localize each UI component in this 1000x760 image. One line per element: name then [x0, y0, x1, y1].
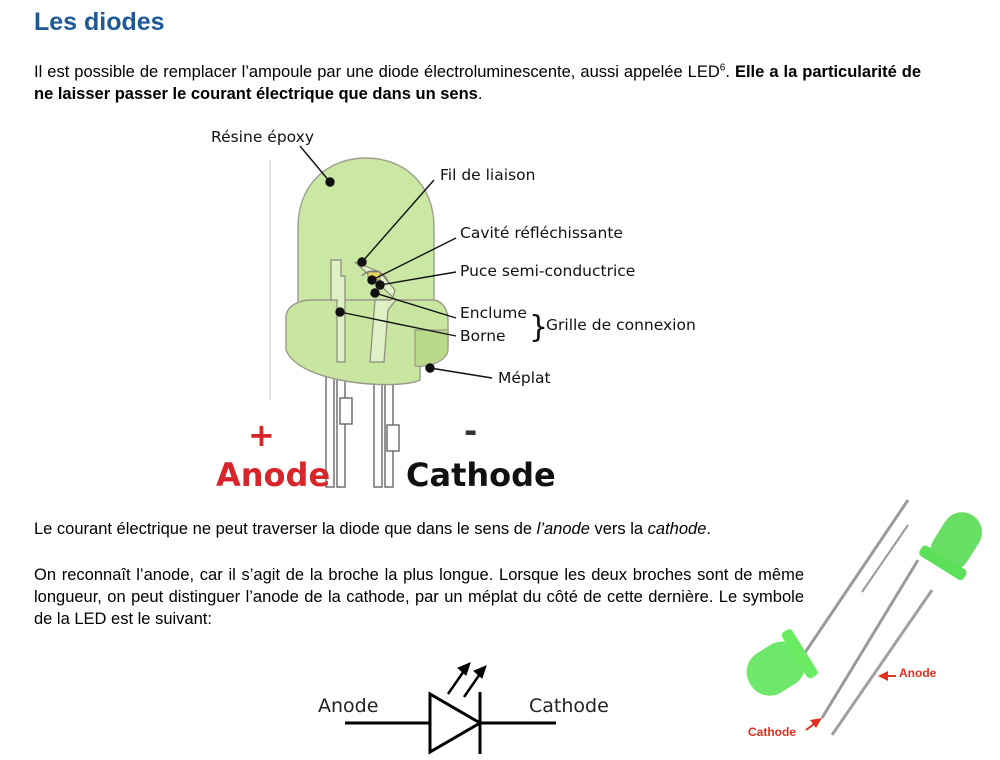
symbol-anode-label: Anode	[318, 695, 378, 717]
intro-sep: .	[725, 63, 735, 81]
anode-recognition-paragraph: On reconnaît l’anode, car il s’agit de l…	[34, 566, 804, 628]
label-puce: Puce semi-conductrice	[460, 262, 635, 280]
label-fil: Fil de liaison	[440, 166, 535, 184]
callout-lines	[299, 145, 493, 379]
led-photo	[746, 499, 982, 736]
para2-text: Le courant électrique ne peut traverser …	[34, 520, 537, 538]
label-cavite: Cavité réfléchissante	[460, 224, 623, 242]
intro-end: .	[477, 85, 483, 103]
photo-anode-label: Anode	[899, 666, 937, 680]
label-grille: Grille de connexion	[546, 316, 696, 334]
intro-paragraph: Il est possible de remplacer l’ampoule p…	[34, 61, 921, 105]
para2-cathode: cathode	[647, 520, 707, 538]
led-body	[285, 157, 449, 386]
para2-end: .	[706, 520, 711, 538]
minus-sign: -	[464, 412, 477, 450]
label-enclume: Enclume	[460, 304, 527, 322]
label-meplat: Méplat	[498, 369, 551, 387]
label-resine: Résine époxy	[211, 128, 314, 146]
brace-icon: }	[529, 310, 548, 345]
anode-label: Anode	[216, 456, 330, 494]
plus-sign: +	[248, 416, 275, 454]
para2-anode: l’anode	[536, 520, 590, 538]
footnote-ref[interactable]: 6	[719, 62, 726, 74]
intro-text: Il est possible de remplacer l’ampoule p…	[34, 63, 720, 81]
led-symbol	[345, 662, 556, 755]
cathode-label: Cathode	[406, 456, 556, 494]
label-borne: Borne	[460, 327, 506, 345]
para2-middle: vers la	[589, 520, 648, 538]
current-direction-paragraph: Le courant électrique ne peut traverser …	[34, 518, 794, 540]
page-title: Les diodes	[34, 8, 165, 36]
symbol-cathode-label: Cathode	[529, 695, 609, 717]
intro-bold: Elle a la particularité de ne laisser pa…	[34, 63, 922, 103]
photo-cathode-label: Cathode	[748, 725, 796, 739]
